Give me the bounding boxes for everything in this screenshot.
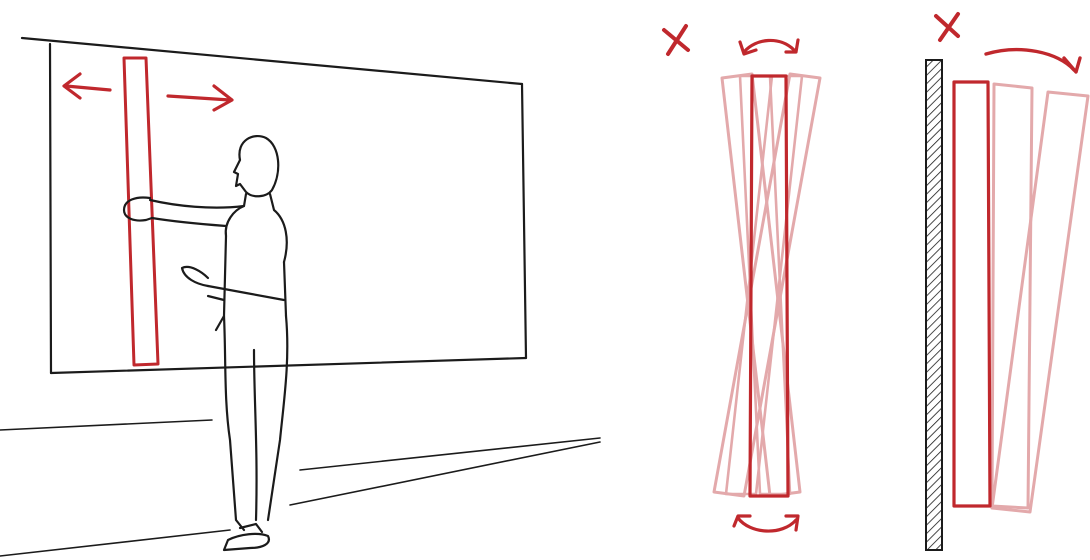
hatched-wall [925, 59, 943, 551]
right-arrow-icon [166, 84, 234, 112]
vertical-bar [122, 56, 160, 367]
rotating-bar-ghosts [712, 72, 822, 498]
usage-scene-panel [0, 36, 601, 557]
curved-double-arrow-bottom-icon [732, 514, 800, 533]
x-mark-icon [662, 24, 690, 56]
left-arrow-icon [62, 72, 112, 100]
vertical-bar-front [748, 74, 790, 498]
rotation-rejected-panel [662, 24, 822, 533]
x-mark-icon [934, 12, 960, 42]
floor-line [0, 419, 601, 557]
vertical-bar-front [952, 80, 992, 508]
curved-double-arrow-top-icon [738, 38, 800, 56]
standing-person [122, 134, 289, 552]
wall-display [20, 36, 528, 375]
curved-arrow-right-icon [984, 47, 1082, 74]
tilting-bar-ghosts [990, 82, 1090, 514]
tilt-rejected-panel [925, 12, 1090, 551]
